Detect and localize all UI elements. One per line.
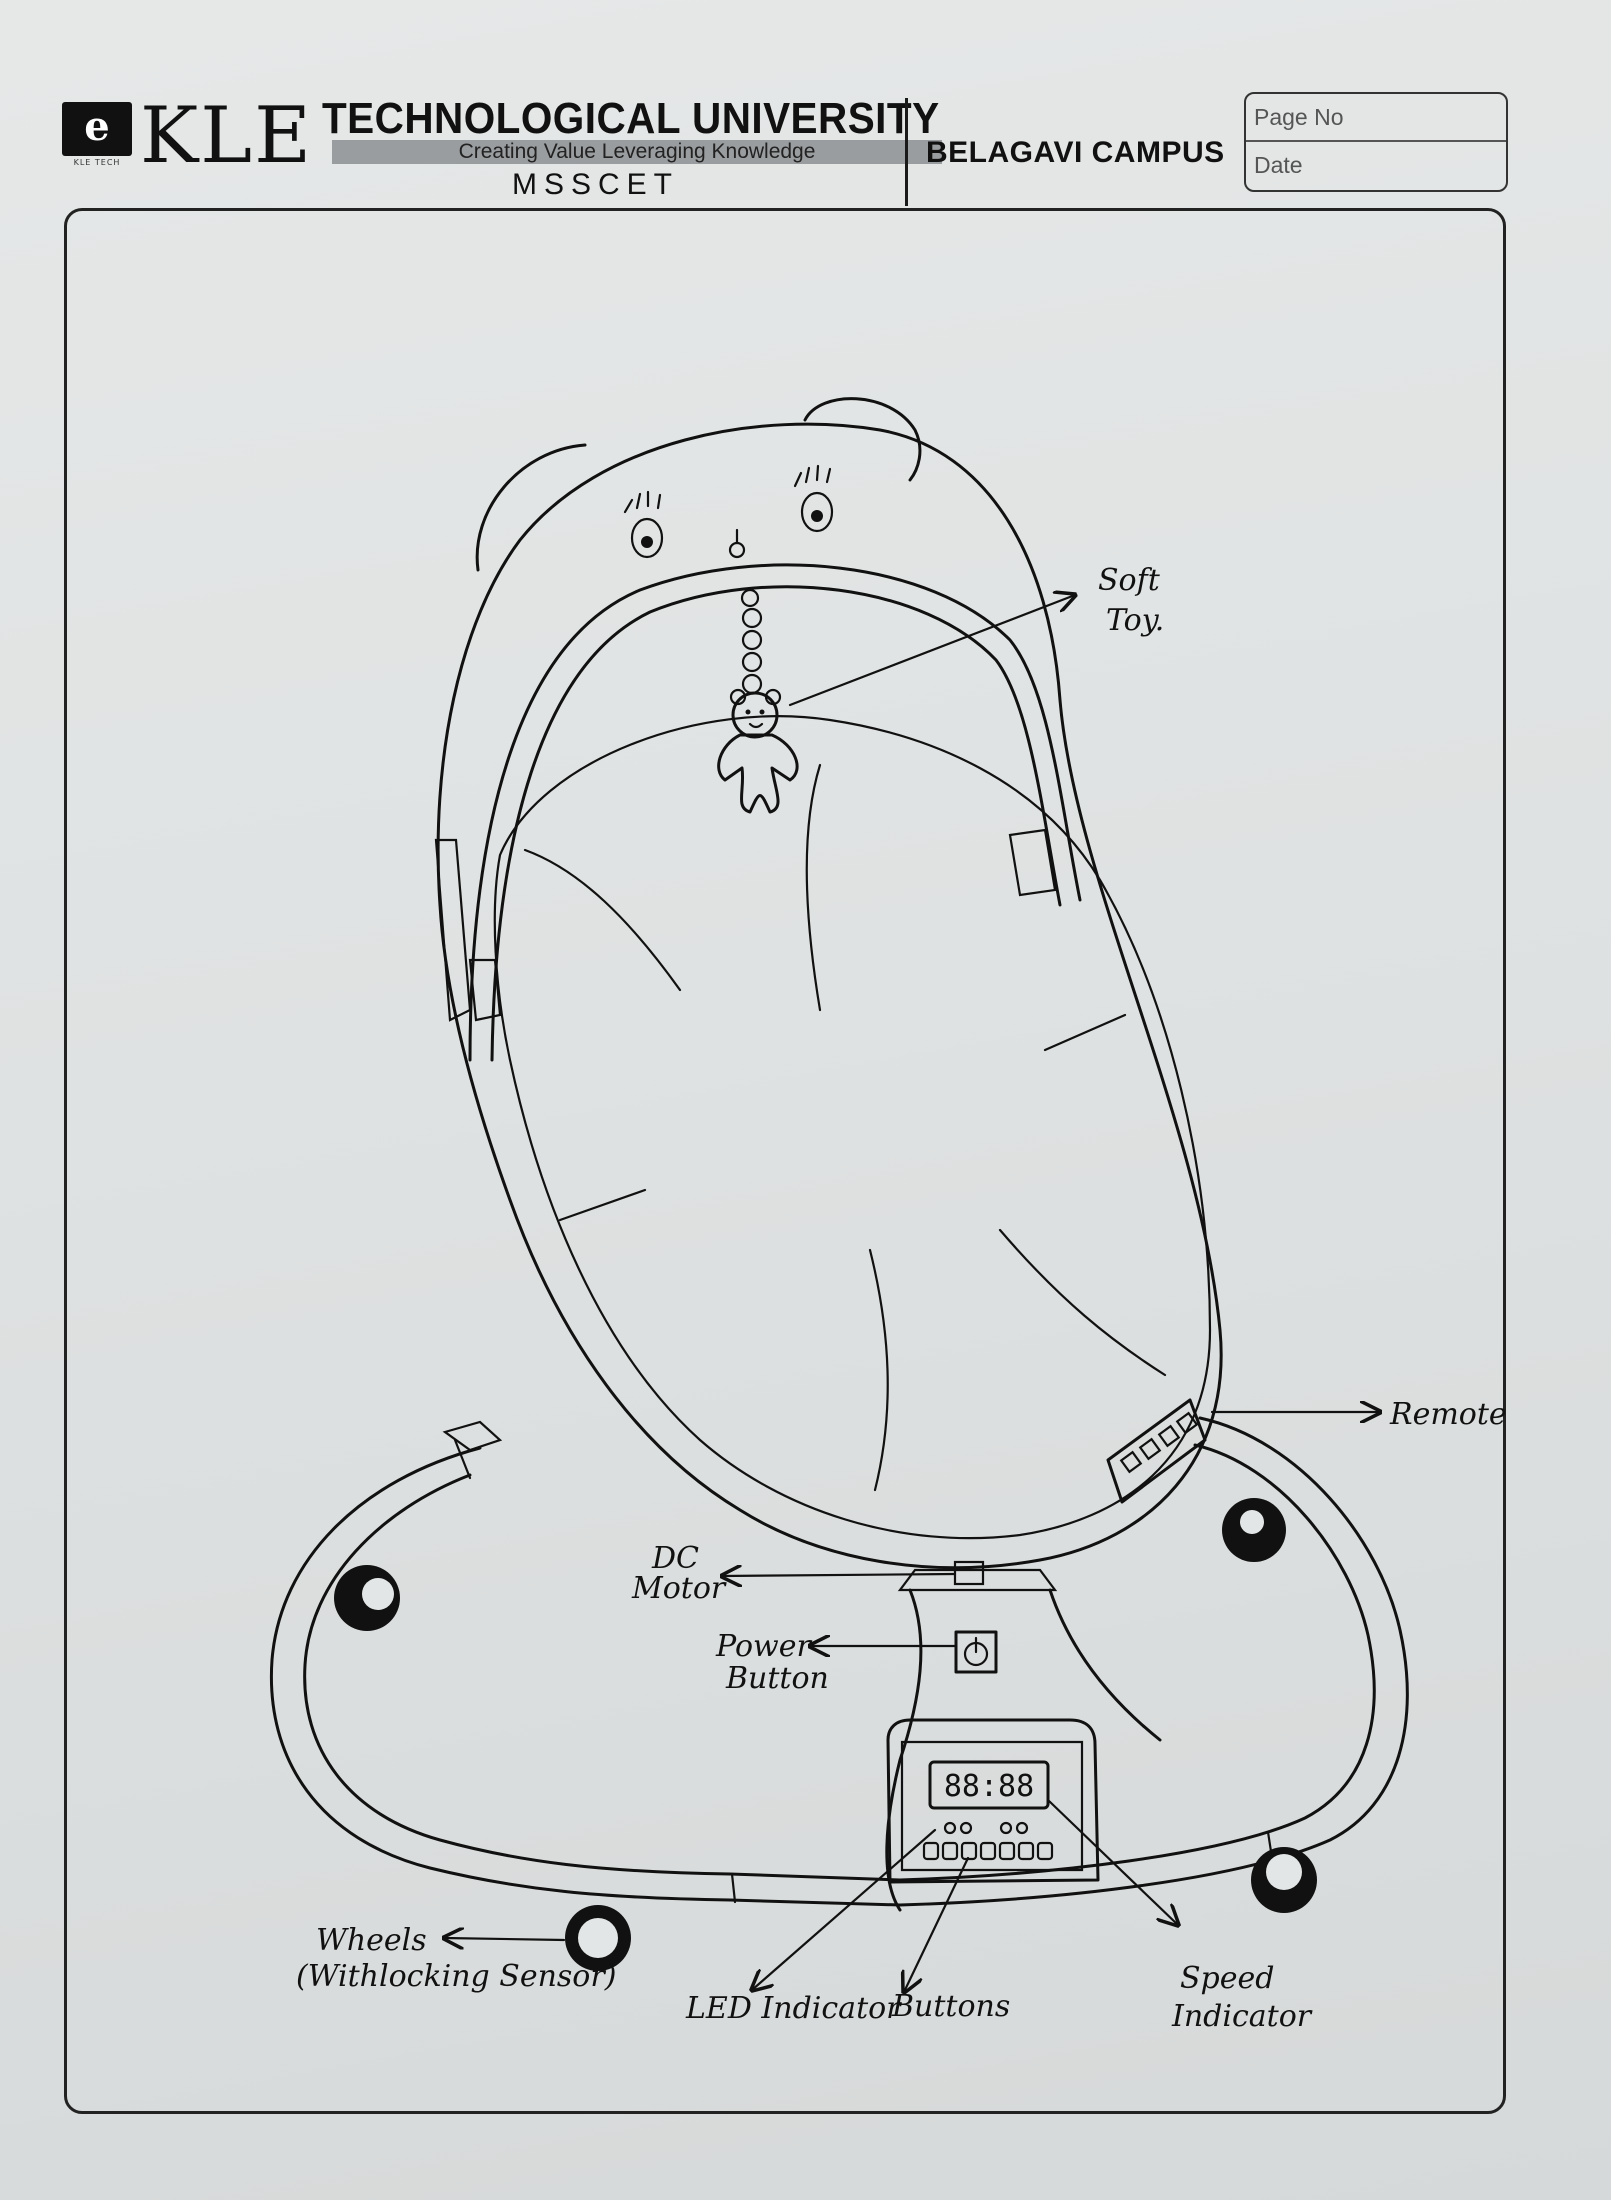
label-speed-indicator-line1: Speed (1180, 1961, 1274, 1996)
label-dc-motor-line2: Motor (631, 1571, 727, 1606)
wheels (334, 1498, 1317, 1971)
label-soft-toy-line2: Toy. (1106, 603, 1164, 638)
label-buttons: Buttons (891, 1989, 1010, 2024)
bear-face (625, 466, 832, 557)
label-wheels-line2: (Withlocking Sensor) (296, 1959, 616, 1994)
bear-ears (477, 399, 920, 570)
label-led-indicator: LED Indicator (685, 1991, 902, 2026)
label-remote: Remote (1389, 1397, 1507, 1432)
label-power-button-line2: Button (725, 1661, 829, 1696)
base-frame (271, 1418, 1407, 1905)
power-button-icon (956, 1632, 996, 1672)
label-speed-indicator-line2: Indicator (1171, 1999, 1313, 2034)
soft-toy-icon (719, 590, 797, 812)
remote-device (1108, 1400, 1205, 1502)
control-panel: 88:88 (888, 1720, 1098, 1882)
dc-motor (955, 1562, 983, 1584)
label-power-button-line1: Power (715, 1629, 812, 1664)
label-soft-toy-line1: Soft (1098, 563, 1161, 598)
label-wheels-line1: Wheels (316, 1923, 427, 1958)
speed-display-digits: 88:88 (944, 1769, 1034, 1804)
callout-arrows (444, 595, 1380, 1992)
